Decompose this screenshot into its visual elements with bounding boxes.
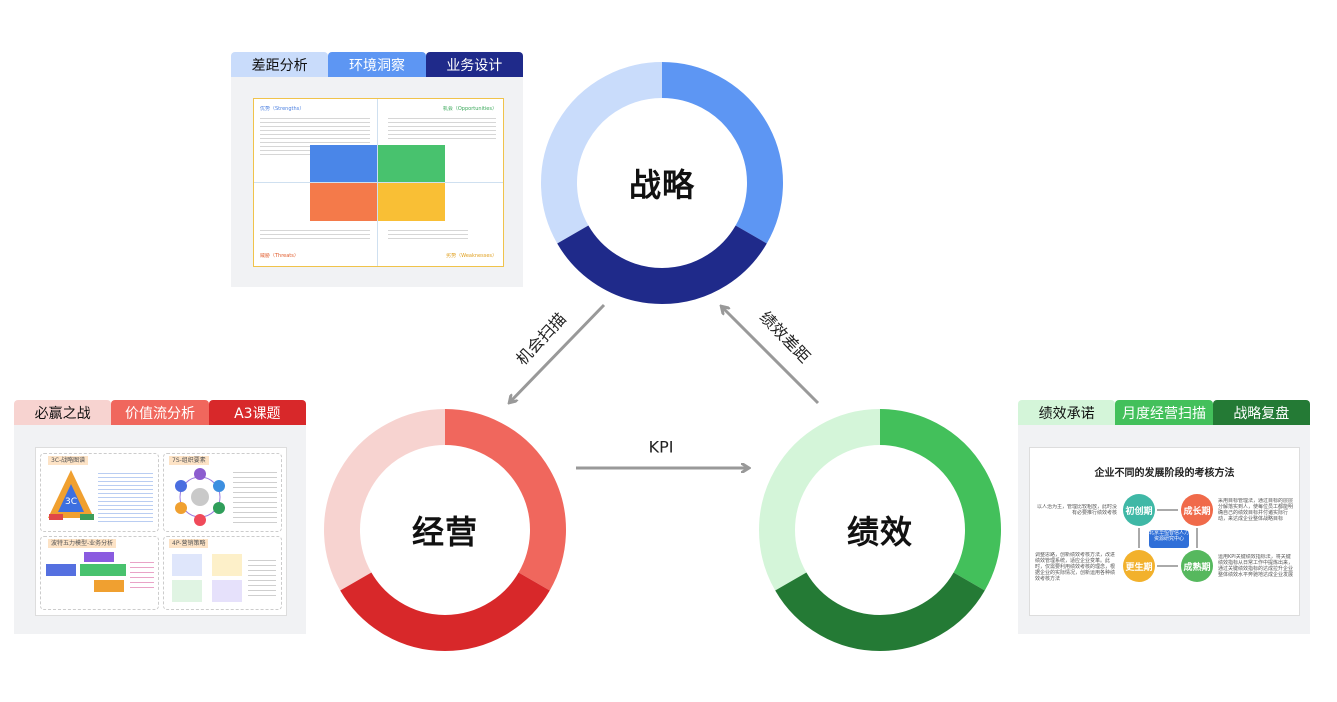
performance-ring[interactable] — [759, 409, 1001, 651]
swot-st-block — [310, 183, 377, 221]
stage-growth: 成长期 — [1181, 494, 1213, 526]
tab-environment-insight[interactable]: 环境洞察 — [328, 52, 426, 77]
triangle-3c-icon: 3C — [48, 470, 94, 520]
swot-wt-block — [378, 183, 445, 221]
tab-monthly-scan[interactable]: 月度经营扫描 — [1115, 400, 1213, 425]
swot-weaknesses-title: 劣势（Weaknesses） — [446, 253, 497, 259]
seven-s-icon — [175, 468, 225, 526]
model-7s-title: 7S-组织要素 — [169, 456, 209, 465]
assessment-method-document: 企业不同的发展阶段的考核方法 初创期 成长期 成熟期 更生期 北京华恒智信人力资… — [1029, 447, 1300, 616]
operation-tabs: 必赢之战 价值流分析 A3课题 — [14, 400, 306, 425]
stage-startup: 初创期 — [1123, 494, 1155, 526]
performance-label: 绩效 — [846, 513, 914, 551]
tab-business-design[interactable]: 业务设计 — [425, 52, 523, 77]
kpi-label: KPI — [648, 437, 674, 457]
ring-segment-light — [759, 409, 881, 591]
text-startup: 以人治为主，管理比较粗放，此时没有必要推行绩效考核 — [1036, 504, 1117, 516]
ring-segment-dark — [340, 572, 550, 651]
strategy-preview: 优势（Strengths） 机会（Opportunities） 威胁（Threa… — [231, 77, 523, 287]
strategy-tabs: 差距分析 环境洞察 业务设计 — [231, 52, 523, 77]
stage-renewal: 更生期 — [1123, 550, 1155, 582]
text-growth: 采用目标管理法，通过目标的层层分解落实到人，使每位员工都能明确自己的绩效目标并付… — [1218, 498, 1294, 522]
swot-document: 优势（Strengths） 机会（Opportunities） 威胁（Threa… — [253, 98, 504, 267]
tab-performance-commitment[interactable]: 绩效承诺 — [1018, 400, 1116, 425]
tab-gap-analysis[interactable]: 差距分析 — [231, 52, 329, 77]
ring-segment-mid — [879, 409, 1001, 591]
svg-text:3C: 3C — [65, 497, 77, 507]
operation-tool-card: 必赢之战 价值流分析 A3课题 3C-战略图谱 7S-组织要素 波特五力模型-业… — [14, 400, 306, 634]
center-badge: 北京华恒智信人力资源研究中心 — [1149, 530, 1189, 548]
performance-preview: 企业不同的发展阶段的考核方法 初创期 成长期 成熟期 更生期 北京华恒智信人力资… — [1018, 425, 1310, 634]
model-3c-title: 3C-战略图谱 — [48, 456, 89, 465]
tab-a3-topic[interactable]: A3课题 — [208, 400, 306, 425]
ring-segment-dark — [775, 572, 985, 651]
swot-wo-block — [378, 145, 445, 182]
strategy-tool-card: 差距分析 环境洞察 业务设计 优势（Strengths） 机会（Opportun… — [231, 52, 523, 287]
stage-mature: 成熟期 — [1181, 550, 1213, 582]
operation-label: 经营 — [411, 513, 479, 551]
tab-strategy-review[interactable]: 战略复盘 — [1212, 400, 1310, 425]
operation-preview: 3C-战略图谱 7S-组织要素 波特五力模型-业务分析 4P-营销策略 3C — [14, 425, 306, 634]
strategy-label: 战略 — [628, 166, 696, 204]
document-title: 企业不同的发展阶段的考核方法 — [1094, 468, 1235, 479]
text-renewal: 调整思路，创新绩效考核方法，改进绩效管理系统，适应企业变革。此时，仅需要利用绩效… — [1035, 552, 1116, 582]
strategy-ring[interactable] — [541, 62, 783, 304]
text-mature: 运用KPI关键绩效指标法，将关键绩效指标从日常工作中提炼出来，通过关键绩效指标的… — [1218, 554, 1294, 578]
tab-must-win-battle[interactable]: 必赢之战 — [14, 400, 112, 425]
ring-segment-mid — [444, 409, 566, 591]
ring-segment-light — [324, 409, 446, 591]
ring-segment-dark — [557, 225, 767, 304]
stage-cycle-arrows — [1138, 509, 1198, 567]
swot-opportunities-title: 机会（Opportunities） — [442, 106, 497, 112]
ring-segment-mid — [661, 62, 783, 244]
swot-threats-title: 威胁（Threats） — [260, 253, 299, 259]
swot-strengths-title: 优势（Strengths） — [260, 106, 305, 112]
model-five-forces-title: 波特五力模型-业务分析 — [48, 539, 117, 548]
model-4p-title: 4P-营销策略 — [169, 539, 209, 548]
strategy-models-document: 3C-战略图谱 7S-组织要素 波特五力模型-业务分析 4P-营销策略 3C — [35, 447, 287, 616]
swot-so-block — [310, 145, 377, 182]
tab-value-stream-analysis[interactable]: 价值流分析 — [111, 400, 209, 425]
arrow-opportunity-scan — [510, 303, 606, 402]
arrow-performance-gap — [722, 307, 820, 405]
performance-tabs: 绩效承诺 月度经营扫描 战略复盘 — [1018, 400, 1310, 425]
performance-tool-card: 绩效承诺 月度经营扫描 战略复盘 企业不同的发展阶段的考核方法 初创期 成长期 … — [1018, 400, 1310, 634]
operation-ring[interactable] — [324, 409, 566, 651]
ring-segment-light — [541, 62, 663, 244]
